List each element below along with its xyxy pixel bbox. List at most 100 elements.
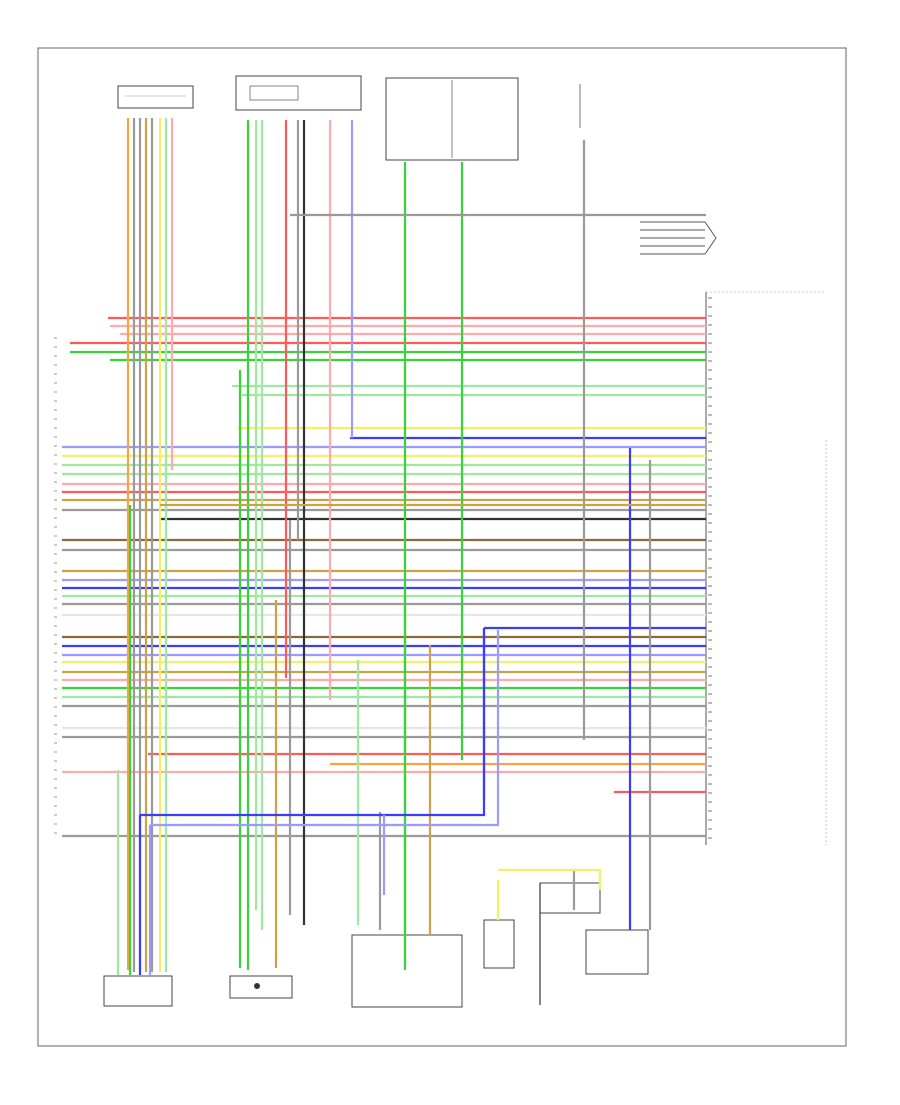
ecu-pin-mark — [708, 711, 712, 713]
left-pin-mark — [54, 670, 57, 672]
left-pin-mark — [54, 553, 57, 555]
left-pin-mark — [54, 724, 57, 726]
diagram-frame — [37, 47, 847, 1047]
left-pin-mark — [54, 544, 57, 546]
ecu-pin-mark — [708, 756, 712, 758]
left-pin-mark — [54, 400, 57, 402]
instrument-cluster — [351, 934, 463, 1008]
ecu-pin-mark — [708, 819, 712, 821]
ecu-pin-mark — [708, 738, 712, 740]
ecu-pin-mark — [708, 747, 712, 749]
left-pin-mark — [54, 706, 57, 708]
left-pin-mark — [54, 643, 57, 645]
ecu-pin-mark — [708, 567, 712, 569]
left-pin-mark — [54, 355, 57, 357]
ecu-pin-mark — [708, 351, 712, 353]
bundle-return-2 — [150, 630, 500, 827]
left-pin-mark — [54, 688, 57, 690]
bottom-left-module — [103, 975, 173, 1007]
left-pin-mark — [54, 526, 57, 528]
bottom-right-sensor-a — [483, 919, 515, 969]
wire-group — [62, 118, 706, 975]
left-pin-mark — [54, 625, 57, 627]
ecu-pin-mark — [708, 441, 712, 443]
left-pin-mark — [54, 508, 57, 510]
ecu-pin-mark — [708, 621, 712, 623]
ecu-pin-mark — [708, 801, 712, 803]
left-pin-mark — [54, 598, 57, 600]
left-pin-mark — [54, 481, 57, 483]
sensor-loop-wire — [498, 868, 602, 890]
ecu-pin-mark — [708, 558, 712, 560]
left-pin-mark — [54, 679, 57, 681]
left-pin-mark — [54, 535, 57, 537]
left-pin-mark — [54, 580, 57, 582]
ecu-pin-mark — [708, 792, 712, 794]
left-pin-mark — [54, 652, 57, 654]
ecu-pin-mark — [708, 360, 712, 362]
ecu-pin-mark — [708, 585, 712, 587]
ecu-pin-mark — [708, 378, 712, 380]
ecu-pin-mark — [708, 342, 712, 344]
left-pin-mark — [54, 346, 57, 348]
ecu-pin-mark — [708, 486, 712, 488]
ecu-pin-mark — [708, 648, 712, 650]
ecu-pin-mark — [708, 540, 712, 542]
ecu-pin-mark — [708, 315, 712, 317]
left-pin-mark — [54, 661, 57, 663]
left-pin-mark — [54, 562, 57, 564]
ecu-pin-mark — [708, 783, 712, 785]
ecu-pin-mark — [708, 693, 712, 695]
left-pin-mark — [54, 445, 57, 447]
left-pin-mark — [54, 715, 57, 717]
ecu-pin-mark — [708, 774, 712, 776]
ecu-pin-mark — [708, 297, 712, 299]
left-pin-mark — [54, 814, 57, 816]
left-pin-mark — [54, 382, 57, 384]
left-pin-mark — [54, 427, 57, 429]
left-pin-mark — [54, 832, 57, 834]
left-pin-mark — [54, 769, 57, 771]
ecu-pin-mark — [708, 396, 712, 398]
left-pin-mark — [54, 616, 57, 618]
ecu-pin-mark — [708, 459, 712, 461]
left-pin-mark — [54, 490, 57, 492]
bottom-right-sensor-c — [585, 929, 649, 975]
left-pin-mark — [54, 391, 57, 393]
top-ignition-relay-box — [385, 77, 519, 161]
left-pin-mark — [54, 463, 57, 465]
ecu-pin-mark — [708, 729, 712, 731]
ecu-pin-mark — [708, 657, 712, 659]
left-pin-mark — [54, 454, 57, 456]
ecu-pin-mark — [708, 324, 712, 326]
left-pin-mark — [54, 607, 57, 609]
left-pin-mark — [54, 418, 57, 420]
left-pin-mark — [54, 499, 57, 501]
left-pin-mark — [54, 778, 57, 780]
ecu-pin-mark — [708, 477, 712, 479]
left-pin-mark — [54, 787, 57, 789]
ecu-pin-mark — [708, 675, 712, 677]
ecu-pin-mark — [708, 531, 712, 533]
left-pin-mark — [54, 823, 57, 825]
left-pin-mark — [54, 751, 57, 753]
ecu-pin-mark — [708, 576, 712, 578]
ecu-pin-mark — [708, 522, 712, 524]
ecu-pin-mark — [708, 369, 712, 371]
ecu-pin-mark — [708, 387, 712, 389]
ecu-pin-mark — [708, 837, 712, 839]
ecu-pin-mark — [708, 333, 712, 335]
ecu-pin-mark — [708, 639, 712, 641]
ecu-pin-mark — [708, 504, 712, 506]
left-pin-mark — [54, 697, 57, 699]
left-pin-mark — [54, 589, 57, 591]
left-pin-mark — [54, 805, 57, 807]
ecu-pin-mark — [708, 666, 712, 668]
ecu-pin-mark — [708, 702, 712, 704]
left-pin-mark — [54, 733, 57, 735]
ecu-pin-mark — [708, 495, 712, 497]
pin-label-group — [54, 297, 712, 839]
left-pin-mark — [54, 472, 57, 474]
